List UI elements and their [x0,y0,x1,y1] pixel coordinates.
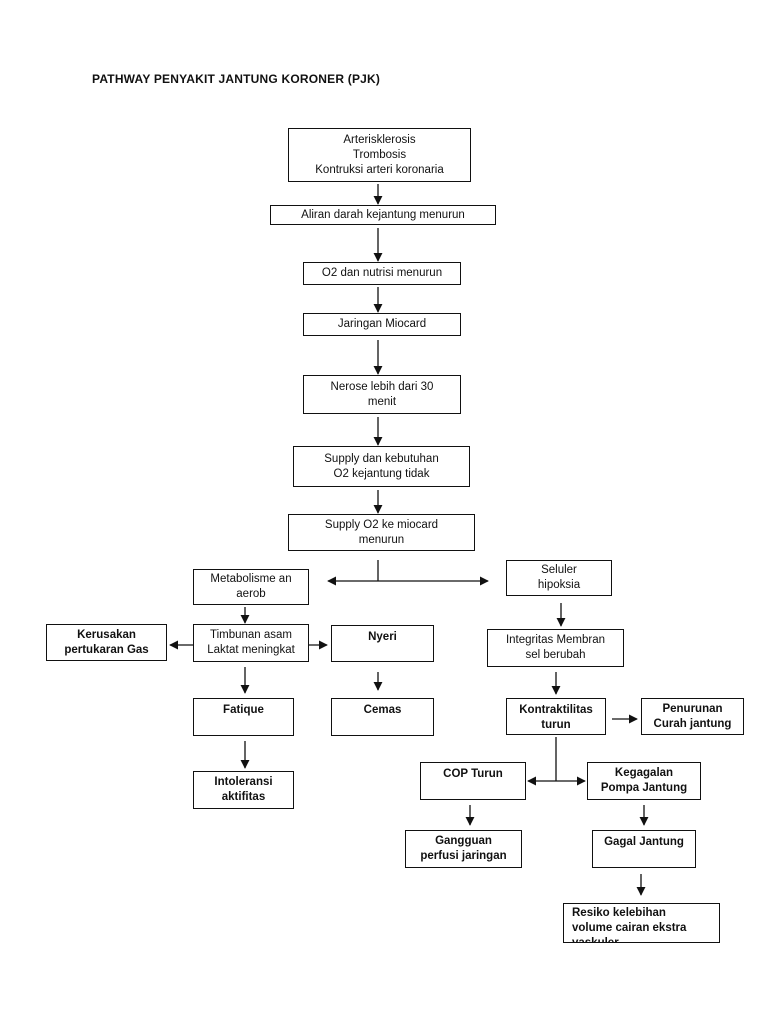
node-supply-o2-miocard: Supply O2 ke miocard menurun [288,514,475,551]
node-cop-turun: COP Turun [420,762,526,800]
node-supply-kebutuhan: Supply dan kebutuhan O2 kejantung tidak [293,446,470,487]
node-kontraktilitas: Kontraktilitas turun [506,698,606,735]
node-penurunan-curah-jantung: Penurunan Curah jantung [641,698,744,735]
diagram-title: PATHWAY PENYAKIT JANTUNG KORONER (PJK) [92,72,381,86]
node-intoleransi-aktifitas: Intoleransi aktifitas [193,771,294,809]
node-kerusakan-pertukaran-gas: Kerusakan pertukaran Gas [46,624,167,661]
node-jaringan-miocard: Jaringan Miocard [303,313,461,336]
node-fatique: Fatique [193,698,294,736]
node-aliran-darah: Aliran darah kejantung menurun [270,205,496,225]
node-timbunan-asam-laktat: Timbunan asam Laktat meningkat [193,624,309,662]
node-gangguan-perfusi: Gangguan perfusi jaringan [405,830,522,868]
node-cemas: Cemas [331,698,434,736]
node-metabolisme: Metabolisme an aerob [193,569,309,605]
node-resiko-kelebihan-volume: Resiko kelebihan volume cairan ekstra va… [563,903,720,943]
node-seluler-hipoksia: Seluler hipoksia [506,560,612,596]
node-kegagalan-pompa-jantung: Kegagalan Pompa Jantung [587,762,701,800]
node-nerose: Nerose lebih dari 30 menit [303,375,461,414]
node-arterisklerosis: Arterisklerosis Trombosis Kontruksi arte… [288,128,471,182]
node-nyeri: Nyeri [331,625,434,662]
node-o2-nutrisi: O2 dan nutrisi menurun [303,262,461,285]
node-gagal-jantung: Gagal Jantung [592,830,696,868]
node-integritas-membran: Integritas Membran sel berubah [487,629,624,667]
